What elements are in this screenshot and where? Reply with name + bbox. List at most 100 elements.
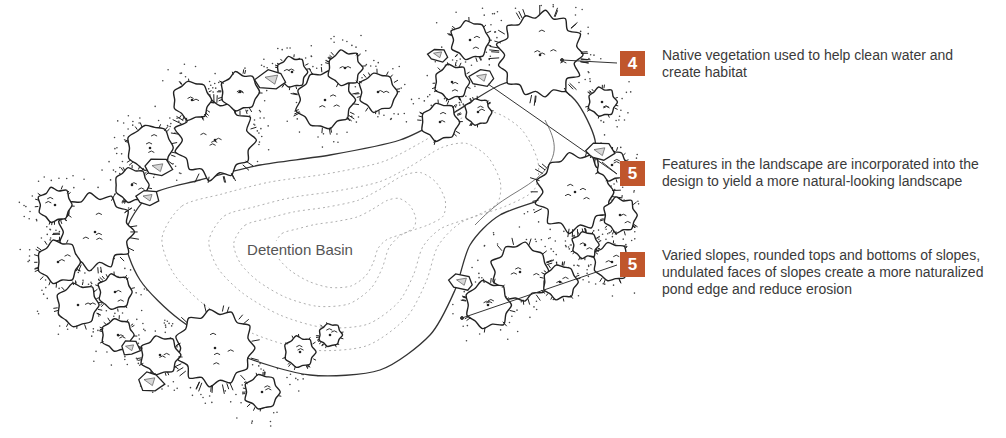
stipple-dot — [154, 106, 156, 108]
stipple-dot — [404, 84, 406, 86]
tree-spike — [100, 303, 102, 305]
stipple-dot — [333, 36, 335, 38]
stipple-dot — [296, 118, 298, 120]
stipple-dot — [361, 77, 363, 79]
stipple-dot — [299, 131, 301, 133]
stipple-dot — [540, 5, 542, 7]
stipple-dot — [298, 390, 300, 392]
stipple-dot — [50, 229, 52, 231]
tree-texture — [193, 99, 199, 101]
tree-trunk — [619, 214, 622, 217]
stipple-dot — [91, 335, 93, 337]
stipple-dot — [637, 201, 639, 203]
tree-spike — [75, 280, 76, 284]
tree-spike — [484, 25, 486, 27]
stipple-dot — [494, 13, 496, 15]
tree-spike — [293, 54, 294, 57]
tree-texture — [265, 388, 271, 390]
stipple-dot — [268, 149, 270, 151]
tree-spike — [581, 58, 591, 60]
stipple-dot — [515, 8, 517, 10]
stipple-dot — [500, 329, 502, 331]
tree-spike — [541, 273, 545, 275]
tree-spike — [390, 75, 393, 78]
tree-spike — [494, 41, 500, 43]
tree-texture — [479, 109, 485, 111]
tree-spike — [488, 44, 491, 46]
tree-spike — [275, 65, 278, 66]
tree-spike — [173, 120, 182, 124]
stipple-dot — [261, 64, 263, 66]
tree-texture — [148, 151, 154, 153]
tree-spike — [596, 172, 599, 174]
stipple-dot — [260, 111, 262, 113]
tree-spike — [96, 298, 99, 299]
stipple-dot — [46, 298, 48, 300]
stipple-dot — [117, 120, 119, 122]
callout-note: Varied slopes, rounded tops and bottoms … — [662, 247, 992, 298]
tree-texture — [484, 301, 490, 303]
stipple-dot — [398, 66, 400, 68]
stipple-dot — [190, 387, 192, 389]
tree-spike — [62, 287, 65, 290]
tree-spike — [285, 343, 287, 344]
tree-texture — [319, 106, 325, 108]
stipple-dot — [165, 324, 167, 326]
stipple-dot — [214, 73, 216, 75]
tree-spike — [117, 309, 118, 312]
tree-spike — [554, 8, 557, 17]
stipple-dot — [205, 402, 207, 404]
tree-outline — [588, 87, 617, 116]
stipple-dot — [270, 425, 272, 427]
stipple-dot — [358, 116, 360, 118]
stipple-dot — [625, 244, 627, 246]
stipple-dot — [113, 169, 115, 171]
tree-spike — [318, 340, 320, 341]
tree-canopy — [217, 69, 263, 115]
tree-spike — [219, 81, 223, 83]
tree-spike — [417, 119, 421, 120]
stipple-dot — [620, 147, 622, 149]
rock — [586, 143, 615, 160]
stipple-dot — [549, 229, 551, 231]
tree-trunk — [469, 39, 472, 42]
tree-spike — [256, 373, 258, 376]
stipple-dot — [286, 47, 288, 49]
tree-trunk — [539, 54, 542, 57]
tree-spike — [447, 34, 452, 35]
tree-spike — [580, 62, 588, 63]
tree-spike — [100, 329, 103, 331]
stipple-dot — [169, 126, 171, 128]
tree-spike — [108, 318, 110, 322]
stipple-dot — [383, 114, 385, 116]
stipple-dot — [277, 48, 279, 50]
tree-spike — [179, 115, 181, 118]
stipple-dot — [330, 38, 332, 40]
stipple-dot — [474, 86, 476, 88]
tree-spike — [551, 297, 552, 300]
tree-spike — [206, 113, 209, 116]
stipple-dot — [114, 313, 116, 315]
tree-canopy — [465, 96, 494, 128]
stipple-dot — [185, 76, 187, 78]
stipple-dot — [587, 71, 589, 73]
tree-texture — [210, 333, 216, 335]
stipple-dot — [478, 277, 480, 279]
stipple-dot — [296, 102, 298, 104]
stipple-dot — [84, 272, 86, 274]
stipple-dot — [73, 187, 75, 189]
tree-spike — [243, 165, 249, 171]
tree-spike — [277, 63, 279, 64]
tree-spike — [546, 294, 548, 296]
tree-outline — [102, 319, 134, 352]
stipple-dot — [548, 238, 550, 240]
tree-spike — [419, 116, 423, 117]
stipple-dot — [83, 178, 85, 180]
tree-spike — [535, 96, 537, 103]
tree-spike — [471, 124, 473, 126]
tree-spike — [341, 338, 344, 340]
stipple-dot — [43, 293, 45, 295]
tree-texture — [326, 329, 332, 331]
tree-spike — [140, 122, 142, 127]
